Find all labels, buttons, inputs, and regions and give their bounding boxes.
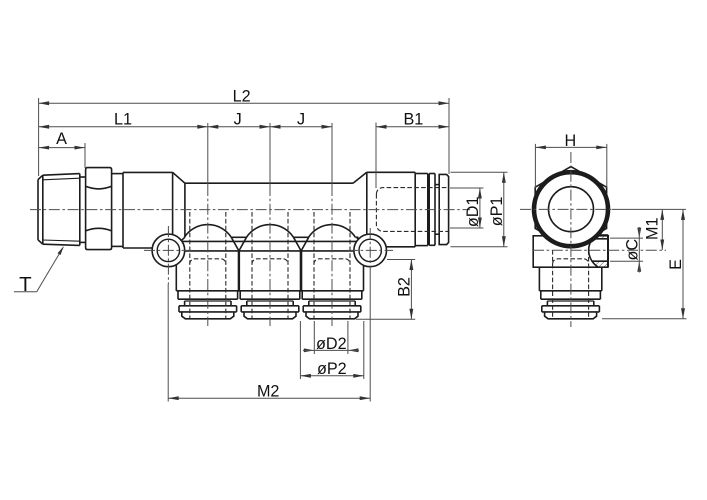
svg-text:H: H [565, 132, 577, 150]
svg-text:øP2: øP2 [317, 360, 347, 378]
svg-text:øD1: øD1 [464, 197, 482, 228]
svg-text:B1: B1 [403, 111, 423, 129]
svg-text:B2: B2 [395, 277, 413, 297]
svg-text:L2: L2 [233, 87, 251, 105]
svg-text:T: T [19, 273, 32, 296]
svg-text:J: J [234, 111, 242, 129]
svg-text:øP1: øP1 [488, 197, 506, 227]
svg-text:A: A [56, 130, 67, 148]
svg-text:M1: M1 [643, 217, 661, 240]
svg-text:L1: L1 [114, 111, 132, 129]
svg-text:øD2: øD2 [316, 335, 347, 353]
svg-text:J: J [297, 111, 305, 129]
svg-text:E: E [667, 259, 685, 270]
svg-text:M2: M2 [257, 383, 280, 401]
svg-text:øC: øC [624, 239, 642, 261]
